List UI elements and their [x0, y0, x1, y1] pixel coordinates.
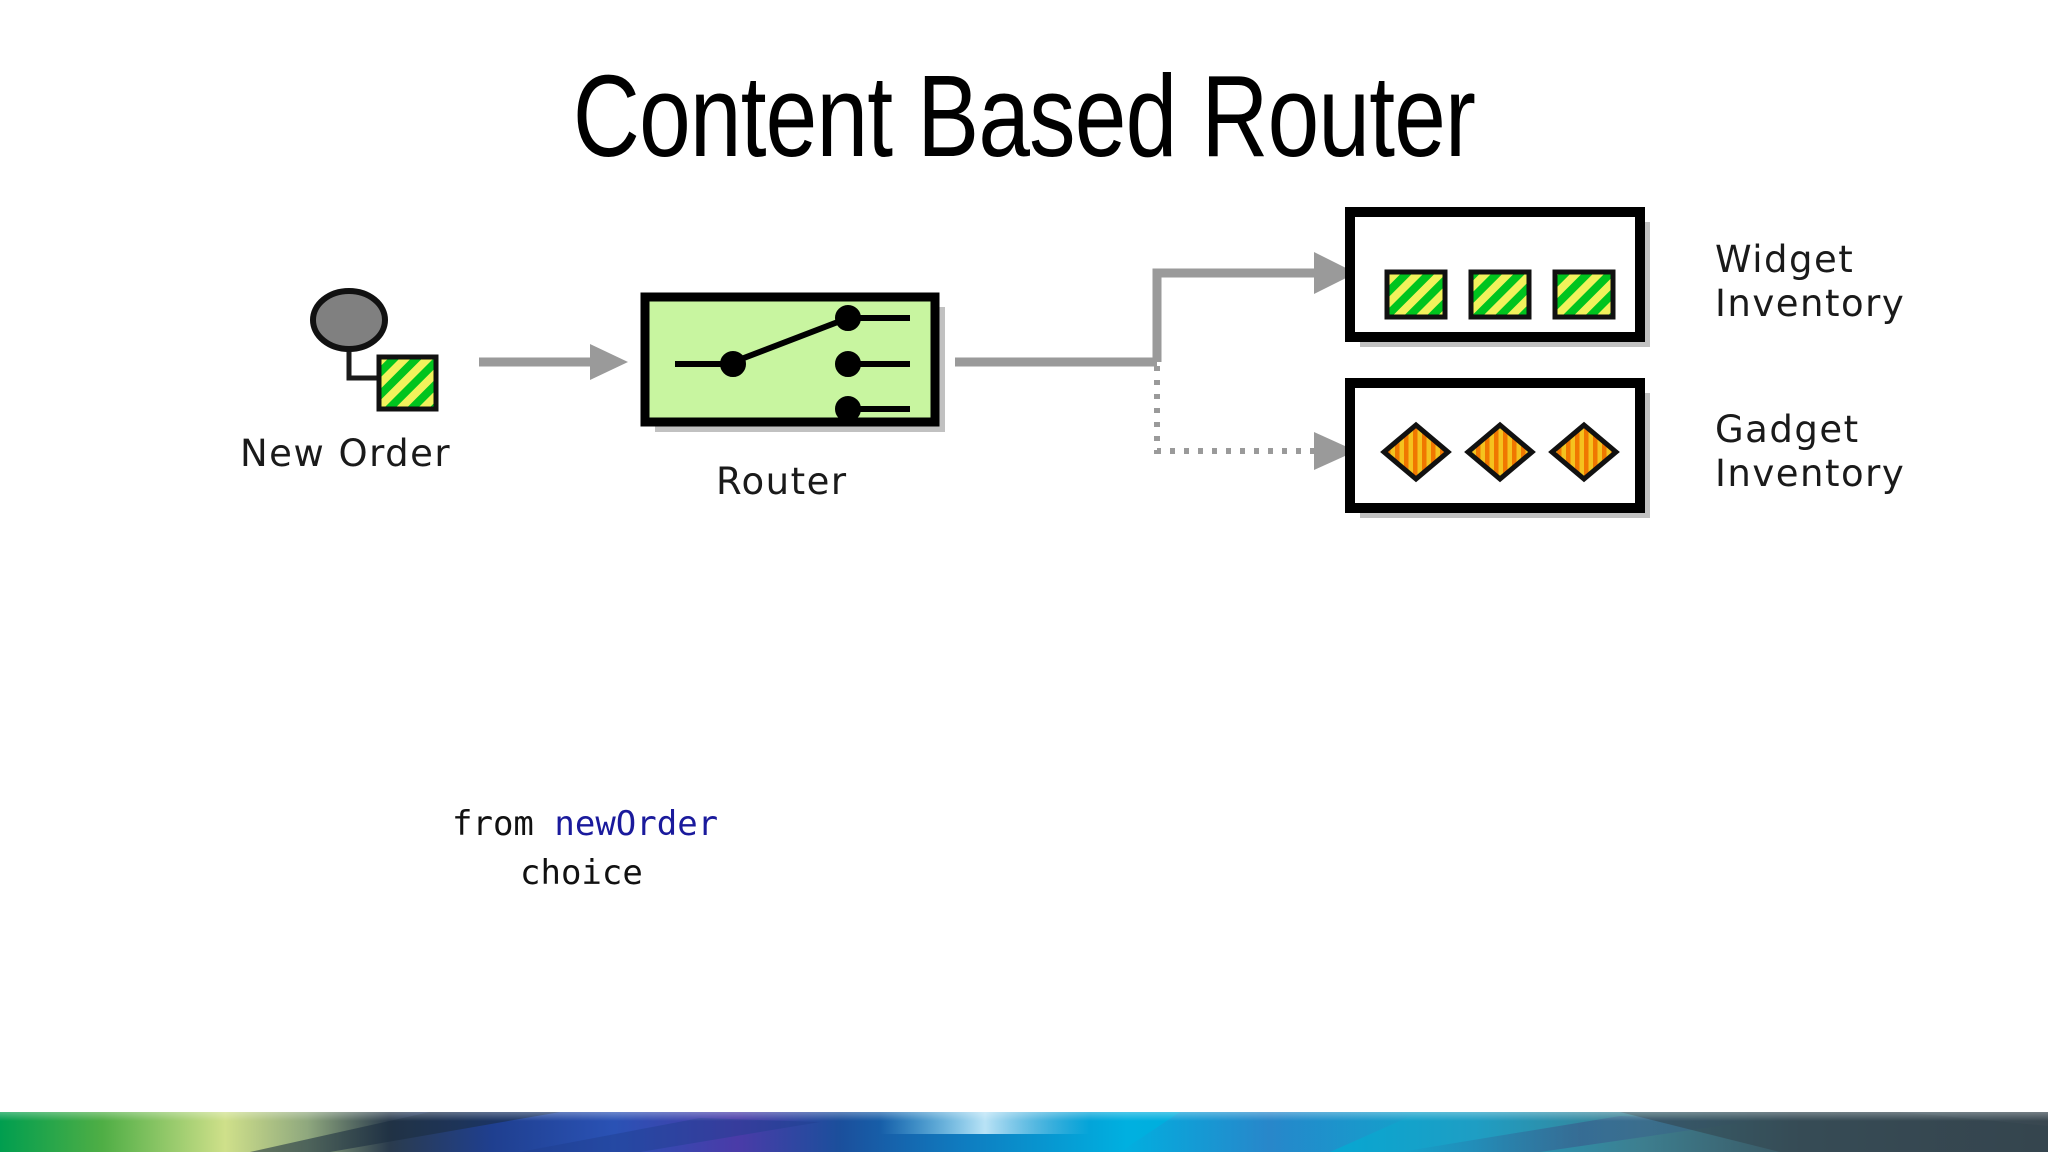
- code-space: [534, 804, 554, 844]
- widget-inventory-label-line2: Inventory: [1715, 282, 1905, 325]
- switch-icon: [675, 305, 910, 422]
- gadget-inventory-label-line2: Inventory: [1715, 452, 1905, 495]
- code-identifier-neworder: newOrder: [554, 804, 719, 844]
- footer-gradient-band: [0, 1112, 2048, 1152]
- code-snippet: from newOrder choice: [452, 800, 718, 898]
- new-order-label: New Order: [240, 432, 451, 475]
- widget-items: [1384, 269, 1616, 320]
- gadget-inventory-node: [1345, 378, 1650, 518]
- gadget-inventory-label-line1: Gadget: [1715, 408, 1860, 451]
- connector-source-to-router: [479, 344, 628, 380]
- connector-router-split: [955, 252, 1356, 470]
- widget-inventory-label-line1: Widget: [1715, 238, 1854, 281]
- code-keyword-from: from: [452, 804, 534, 844]
- new-order-message-icon: [310, 288, 439, 412]
- gadget-items: [1380, 421, 1620, 483]
- router-label: Router: [716, 460, 848, 503]
- page-title: Content Based Router: [572, 51, 1476, 181]
- router-node: [640, 292, 945, 432]
- code-line-choice: choice: [520, 853, 643, 893]
- widget-inventory-node: [1345, 207, 1650, 347]
